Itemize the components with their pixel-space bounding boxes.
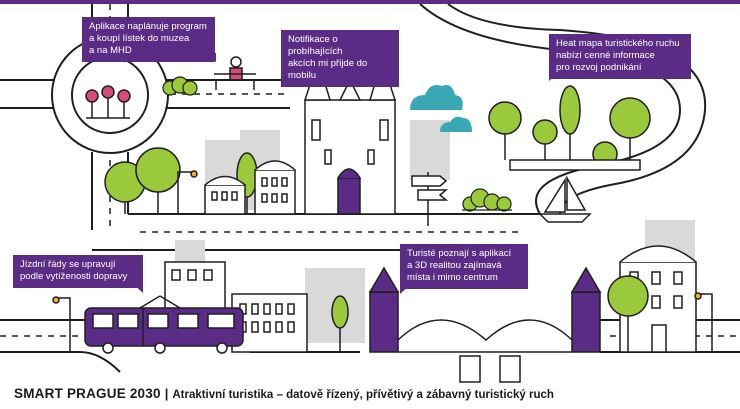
street-lamp-icon [177, 170, 198, 214]
callout-heatmap: Heat mapa turistického ruchu nabízí cenn… [549, 34, 691, 79]
bush-icon [162, 76, 198, 96]
callout-ar-tourists: Turisté poznají s aplikací a 3D realitou… [400, 244, 528, 289]
callout-timetables: Jízdní řády se upravují podle vytíženost… [13, 255, 143, 288]
top-accent-bar [0, 0, 740, 4]
street-lamp-icon [52, 296, 71, 352]
footer-caption: SMART PRAGUE 2030|Atraktivní turistika –… [14, 386, 554, 401]
tree-bottom-mid [331, 295, 349, 352]
tree-right-bottom [607, 275, 649, 352]
footer-subtitle: Atraktivní turistika – datově řízený, př… [172, 389, 554, 401]
person-bench-icon [214, 56, 256, 90]
sailboat-icon [538, 175, 592, 223]
bridge-towers-icon [368, 266, 602, 383]
clouds-icon [410, 85, 472, 132]
flowers-icon [85, 85, 131, 119]
signpost-icon [411, 172, 449, 226]
trees-right [488, 85, 651, 171]
callout-tail [206, 53, 216, 62]
street-lamp-icon [694, 292, 713, 352]
callout-tail [549, 72, 559, 81]
footer-separator: | [164, 386, 169, 401]
bush-icon [462, 188, 512, 212]
callout-tail [133, 284, 143, 293]
callout-tail [281, 59, 291, 68]
tram-icon [84, 295, 244, 354]
footer-brand: SMART PRAGUE 2030 [14, 386, 161, 401]
callout-tail [400, 285, 410, 294]
buildings-bottom [164, 261, 308, 353]
callout-museum: Aplikace naplánuje program a koupí líste… [82, 17, 215, 62]
callout-notifications: Notifikace o probíhajících akcích mi při… [281, 30, 399, 87]
buildings-mid [204, 160, 296, 215]
